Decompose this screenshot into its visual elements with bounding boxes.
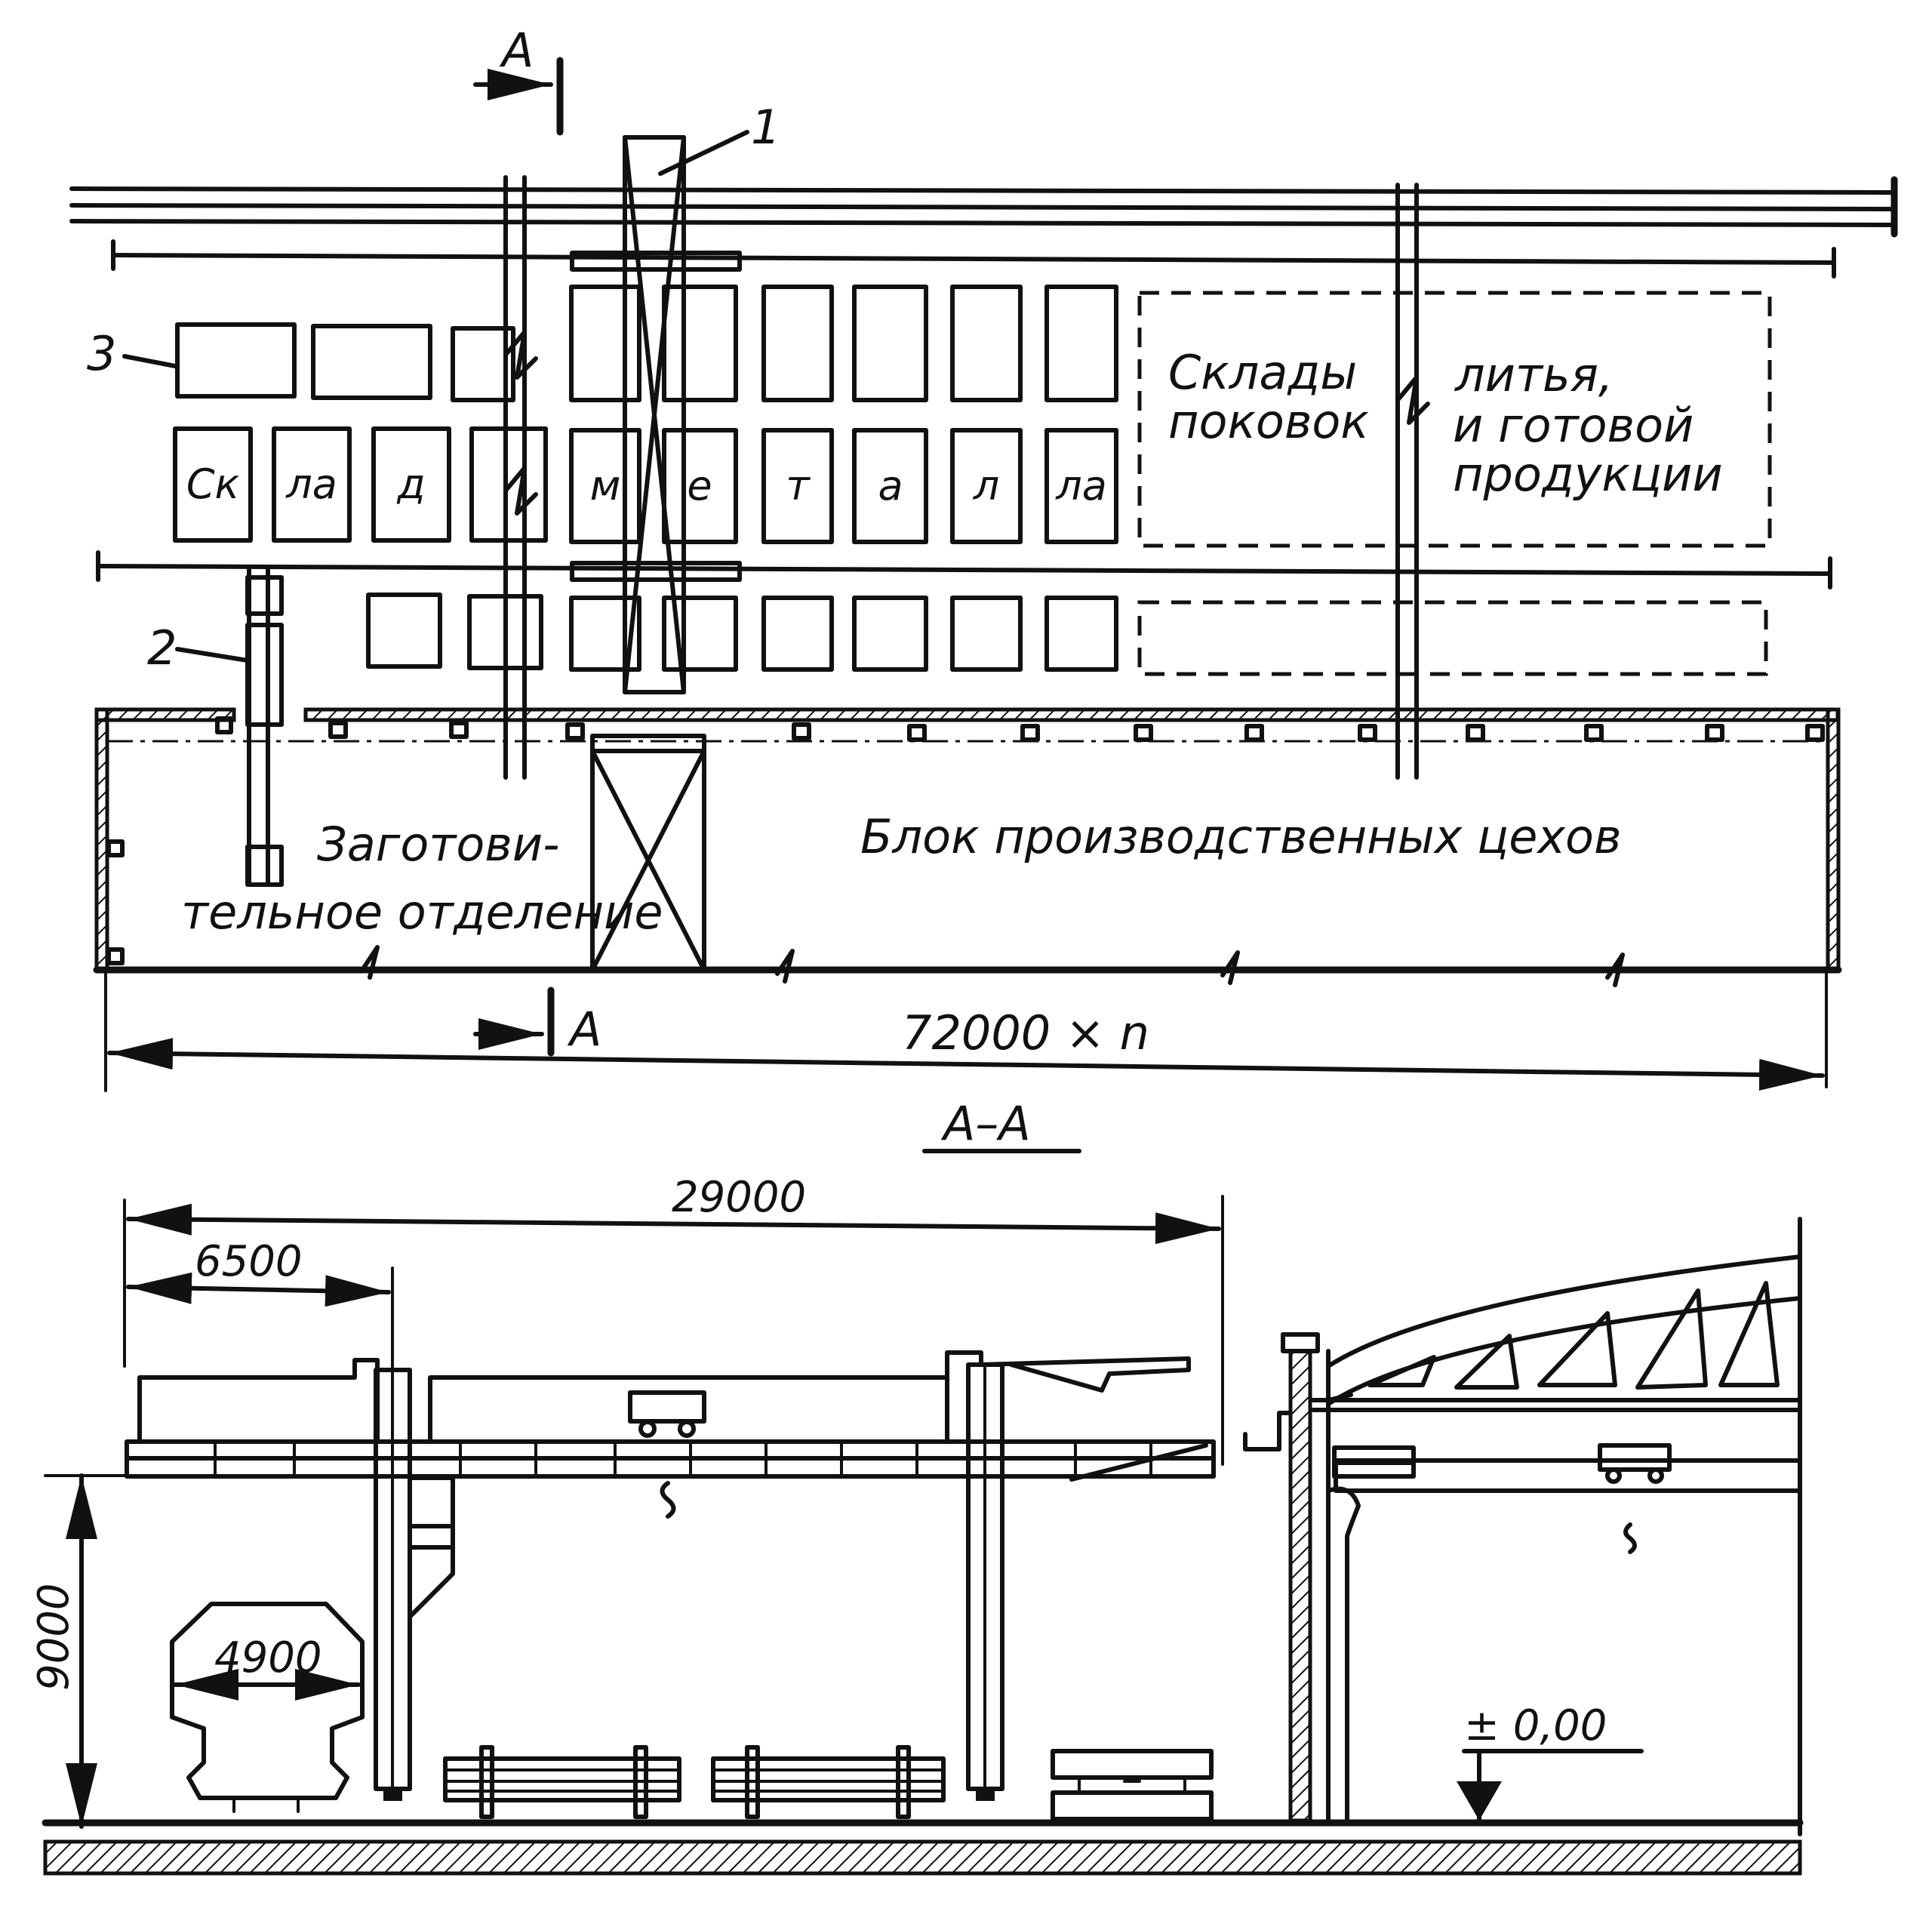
stack-slot [1044, 596, 1118, 672]
stack-slot [662, 596, 738, 672]
stack-slot [950, 428, 1023, 544]
stack-slot [569, 285, 641, 402]
production-building [93, 707, 1842, 987]
crane-hook [1623, 1522, 1637, 1554]
warehouse-label-line: поковок [1168, 394, 1369, 449]
level-mark-label: ± 0,00 [1464, 1701, 1607, 1750]
prep-dept-label-2: тельное отделение [181, 885, 663, 940]
billet-stack [1051, 1749, 1214, 1821]
section-view: А–А 29000 6500 9000 [29, 1096, 1804, 1876]
crane-rails [69, 176, 1898, 589]
stack-slot [175, 322, 297, 399]
stack-slot [852, 285, 928, 402]
plan-view: A [69, 23, 1898, 1092]
stack-slot [451, 326, 515, 402]
gantry-crane: 1 [570, 100, 780, 694]
callout-3: 3 [87, 326, 116, 381]
span-dimension-label: 29000 [672, 1173, 806, 1222]
transfer-bay [590, 734, 706, 972]
height-dimension-label: 9000 [29, 1583, 78, 1691]
stack-slot [1044, 428, 1118, 544]
stack-letter: д [396, 460, 425, 508]
stack-slot [371, 426, 451, 543]
warehouse-label-line: продукции [1453, 447, 1723, 502]
stack-letter: а [878, 462, 903, 509]
transfer-trolley: 2 [147, 568, 284, 887]
stack-slot [569, 596, 641, 672]
length-dimension-label: 72000 × n [902, 1005, 1149, 1060]
stack-letter: ла [1055, 462, 1107, 509]
stack-slot [852, 596, 928, 672]
stack-letter: м [590, 462, 621, 509]
level-mark: ± 0,00 [1457, 1701, 1644, 1825]
prep-dept-label-1: Заготови- [317, 817, 560, 872]
warehouse-label-line: Склады [1168, 345, 1357, 400]
stack-slot [761, 428, 834, 544]
callout-1: 1 [751, 100, 780, 155]
section-title: А–А [940, 1096, 1031, 1151]
warehouse-label-line: литья, [1454, 347, 1614, 402]
span-dimensions: 29000 6500 9000 [29, 1173, 1224, 1829]
crane-hook [660, 1481, 676, 1519]
wagon-dimension-label: 4900 [214, 1633, 322, 1682]
stack-slot [950, 285, 1023, 402]
stack-slot [311, 324, 432, 400]
section-mark-letter: A [499, 23, 534, 78]
stack-slot [569, 428, 641, 544]
stack-letter: Ск [186, 460, 240, 508]
stack-slot [469, 426, 548, 543]
stack-letter: е [687, 462, 712, 509]
break-lines [503, 175, 1430, 780]
stack-slot [852, 428, 928, 544]
shop-building-section [1243, 1217, 1802, 1836]
stack-slot [173, 426, 253, 543]
stack-letter: т [786, 462, 811, 509]
stack-slot [272, 426, 352, 543]
stack-row-1 [175, 285, 1118, 402]
section-mark-letter: A [567, 1002, 601, 1057]
stack-row-3 [366, 593, 1768, 676]
crane-trolley [1598, 1443, 1672, 1472]
warehouse-zone-lower [1137, 600, 1768, 676]
callout-2: 2 [147, 620, 177, 676]
stack-letter: ла [285, 460, 337, 508]
stack-slot [1044, 285, 1118, 402]
stack-slot [467, 594, 543, 670]
stack-slot [366, 593, 442, 669]
stack-slot [662, 285, 738, 402]
stack-slot [950, 596, 1023, 672]
section-mark-top: A [473, 23, 564, 136]
crane-trolley [628, 1390, 706, 1424]
stack-letter: л [973, 462, 1000, 509]
bar-bundle-2 [711, 1745, 946, 1819]
warehouse-zone: Склады поковок литья, и готовой продукци… [1137, 291, 1772, 548]
stack-slot [761, 285, 834, 402]
production-block-label: Блок производственных цехов [860, 809, 1622, 864]
ground-line [42, 1819, 1804, 1876]
warehouse-label-line: и готовой [1453, 398, 1694, 453]
gantry-legs [374, 1362, 1004, 1801]
stack-row-2: Ск ла д м е т а л ла [173, 426, 1118, 544]
rail-wagon: 4900 [170, 1602, 365, 1813]
left-dimension-label: 6500 [195, 1237, 303, 1286]
section-mark-bottom: A [473, 987, 601, 1057]
stack-slot [761, 596, 834, 672]
length-dimension: 72000 × n [104, 972, 1828, 1092]
bar-bundle-1 [443, 1745, 681, 1819]
gantry-girder [125, 1350, 1216, 1519]
